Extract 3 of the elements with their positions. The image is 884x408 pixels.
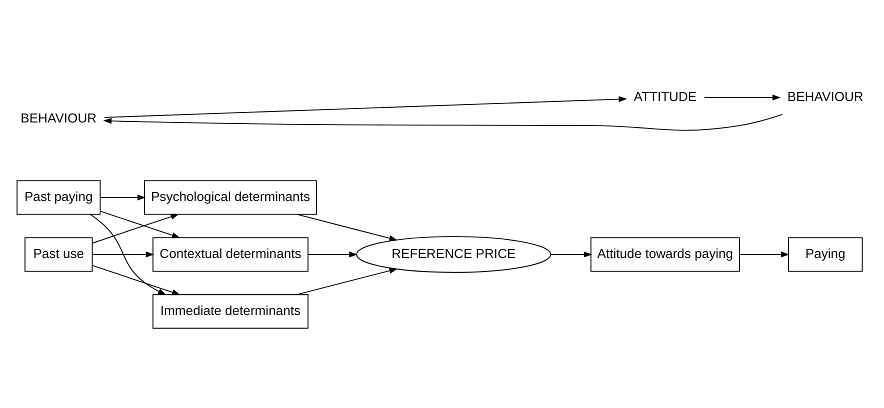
node-text: ATTITUDE bbox=[634, 88, 697, 104]
node-text: BEHAVIOUR bbox=[787, 88, 864, 104]
node-text: BEHAVIOUR bbox=[20, 110, 97, 125]
